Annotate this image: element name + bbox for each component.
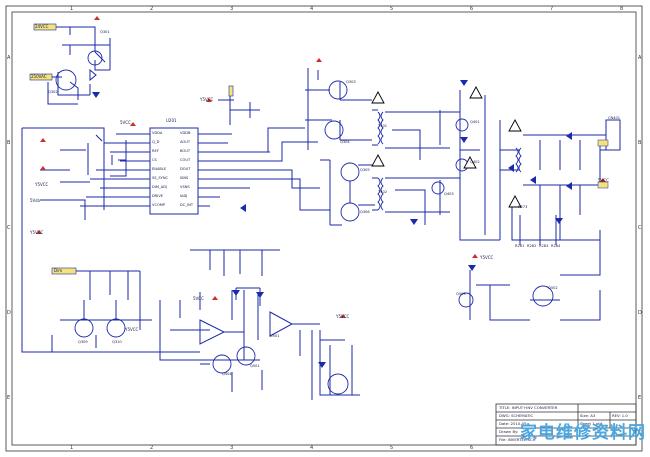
net-label: 250VAC xyxy=(31,74,47,79)
power-flag-icon xyxy=(36,16,606,318)
hv-transformer-block xyxy=(372,90,621,245)
dimming-block xyxy=(51,267,152,352)
net-label: Y5VCC xyxy=(336,314,350,319)
net-label: Y5VCC xyxy=(480,255,494,260)
net-label: 5VCC xyxy=(193,296,204,301)
net-label: 5VCC xyxy=(120,120,131,125)
controller-ic: U201 xyxy=(21,118,330,353)
net-label: Y5VCC xyxy=(125,327,139,332)
inner-frame xyxy=(11,11,637,446)
outer-frame xyxy=(5,5,643,452)
drawing-title: TITLE: INPUT+INV CONVERTER xyxy=(499,405,558,410)
net-label: 5VCC xyxy=(598,178,609,183)
input-switch-block xyxy=(29,23,111,105)
warning-triangle-icon xyxy=(371,86,522,208)
net-label: Dim xyxy=(54,268,63,273)
net-label: Y5VCC xyxy=(30,230,44,235)
net-label: 24VCC xyxy=(35,24,49,29)
net-label: Y5VCC xyxy=(200,97,214,102)
opamp-block xyxy=(159,249,320,400)
driver-stage xyxy=(218,68,375,226)
net-label: Y5VCC xyxy=(35,182,49,187)
protection-block xyxy=(319,230,601,396)
ic-refdes: U201 xyxy=(166,118,177,123)
net-label: 5Vsb xyxy=(30,198,40,203)
title-block xyxy=(495,403,637,446)
diode-icon xyxy=(92,80,572,368)
watermark: 家电维修资料网 xyxy=(520,423,646,443)
